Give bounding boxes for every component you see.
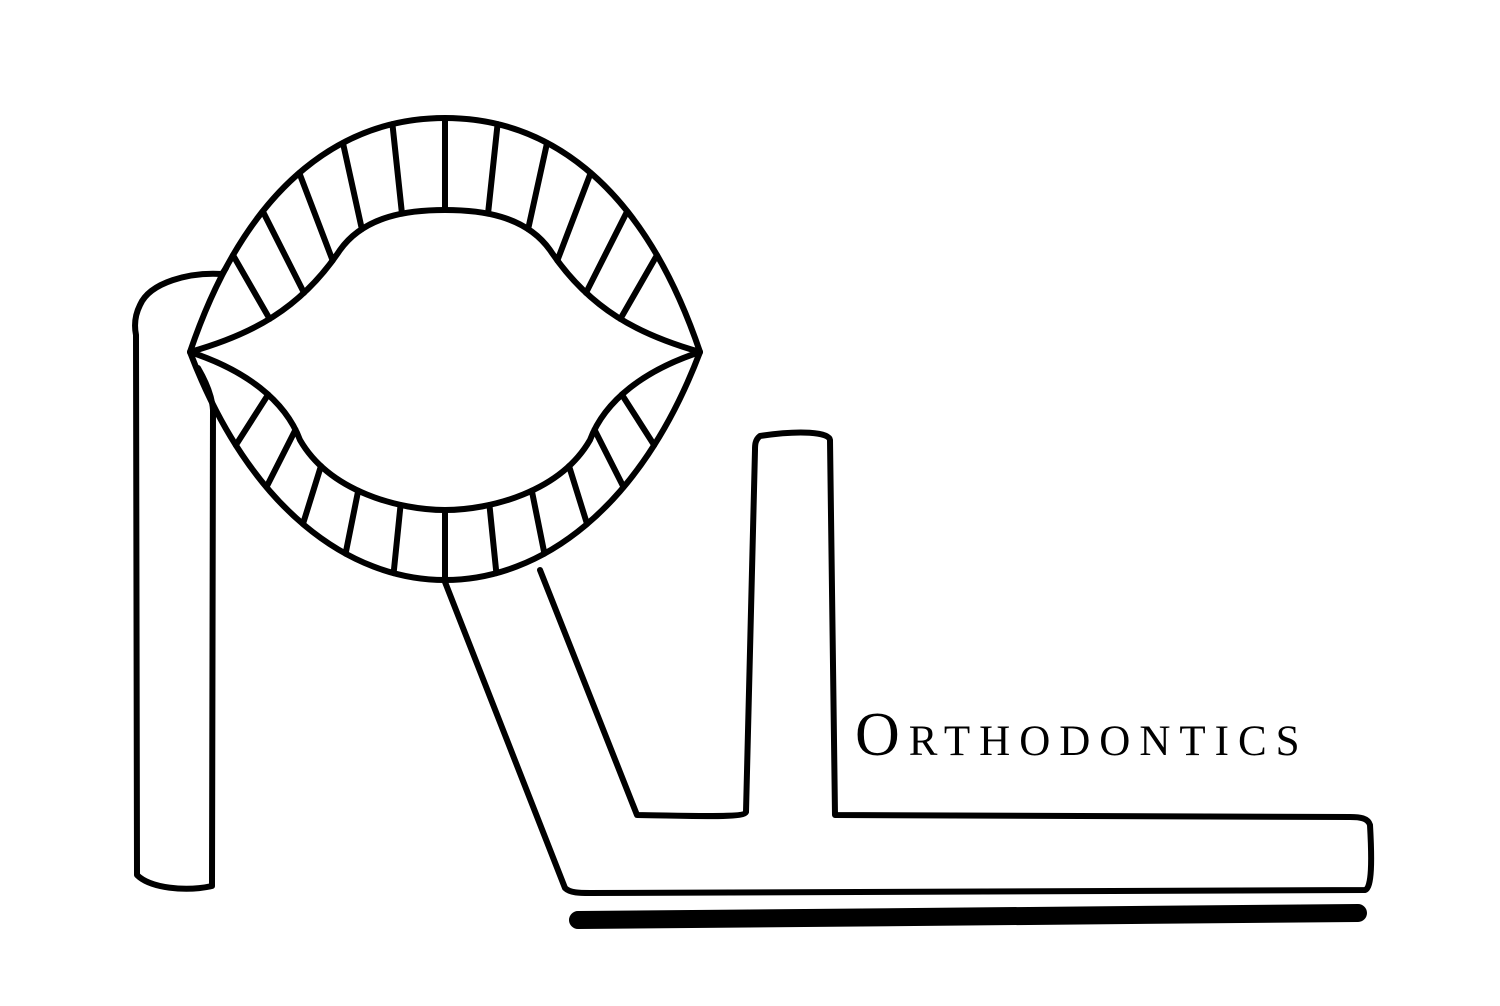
underline-bar <box>569 904 1367 929</box>
upper-tooth-edge <box>485 121 501 217</box>
lower-tooth-edge <box>299 463 324 528</box>
upper-tooth-edge <box>296 169 336 264</box>
lower-tooth-edge <box>390 501 404 577</box>
upper-tooth-edge <box>525 139 551 233</box>
teeth <box>230 115 660 583</box>
upper-tooth-edge <box>339 139 365 233</box>
lower-tooth-edge <box>342 487 362 557</box>
mouth-inner-top <box>187 207 703 355</box>
lower-tooth-edge <box>232 391 272 449</box>
wordmark: Orthodontics <box>855 701 1309 769</box>
upper-tooth-edge <box>259 208 308 296</box>
lower-tooth-edge <box>528 487 548 557</box>
upper-tooth-edge <box>389 121 405 217</box>
upper-tooth-edge <box>230 252 273 322</box>
r-leg-and-l-base <box>442 429 1375 896</box>
upper-tooth-edge <box>554 169 594 264</box>
lower-tooth-edge <box>263 426 299 491</box>
upper-tooth-edge <box>617 252 660 322</box>
lower-tooth-edge <box>618 391 658 449</box>
lower-tooth-edge <box>591 426 627 491</box>
left-pillar <box>132 270 225 892</box>
upper-tooth-edge <box>582 208 631 296</box>
lower-tooth-edge <box>566 463 591 528</box>
lower-tooth-edge <box>486 501 500 577</box>
